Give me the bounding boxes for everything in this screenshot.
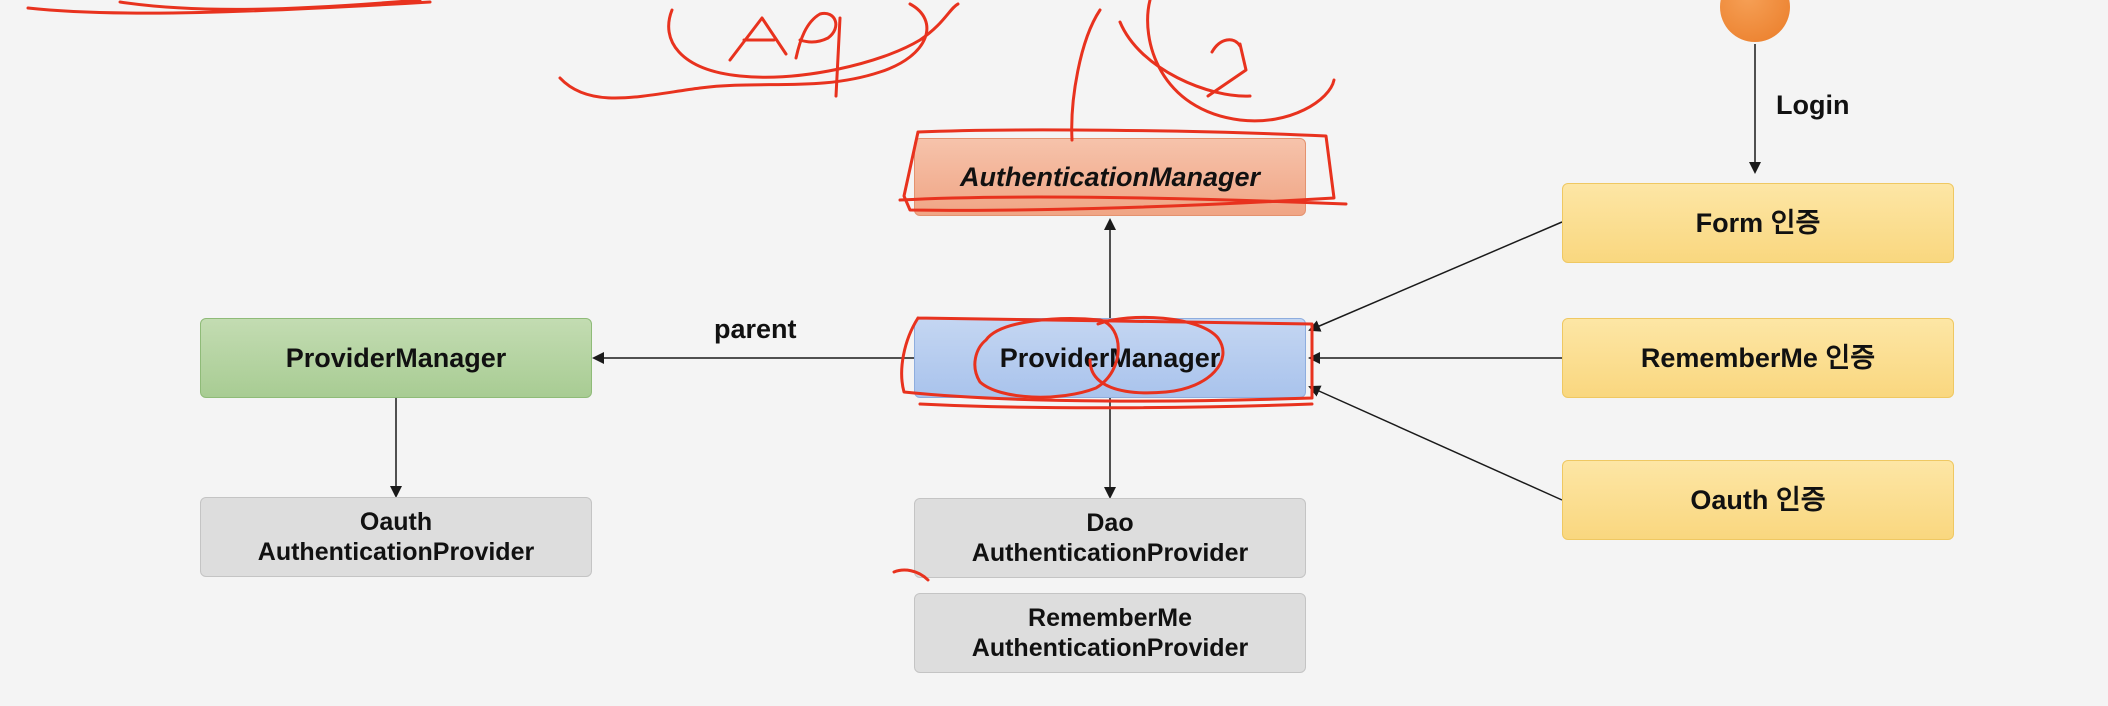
authentication-manager-label: AuthenticationManager (959, 161, 1261, 192)
form-to-center-arrow (1308, 221, 1563, 332)
dao-provider-box: Dao AuthenticationProvider (914, 498, 1306, 578)
login-edge-label: Login (1776, 90, 1850, 120)
form-auth-label: Form 인증 (1695, 207, 1821, 238)
annotation-dao-mark (892, 568, 930, 582)
rememberme-provider-line1: RememberMe (1028, 604, 1192, 632)
parent-provider-manager-label: ProviderManager (285, 342, 507, 373)
annotation-scribble-top-left (26, 0, 432, 15)
rememberme-provider-line2: AuthenticationProvider (971, 634, 1249, 662)
oauth-provider-box: Oauth AuthenticationProvider (200, 497, 592, 577)
annotation-api-letters (728, 11, 842, 98)
annotation-center-loops (973, 315, 1225, 399)
form-auth-box: Form 인증 (1562, 183, 1954, 263)
oauth-auth-box: Oauth 인증 (1562, 460, 1954, 540)
dao-provider-line2: AuthenticationProvider (971, 539, 1249, 567)
oauth-provider-line2: AuthenticationProvider (257, 538, 535, 566)
parent-edge-label: parent (714, 314, 797, 344)
rememberme-auth-label: RememberMe 인증 (1640, 342, 1876, 373)
rememberme-provider-box: RememberMe AuthenticationProvider (914, 593, 1306, 673)
oauth-provider-line1: Oauth (359, 508, 433, 536)
rememberme-auth-box: RememberMe 인증 (1562, 318, 1954, 398)
dao-provider-line1: Dao (1086, 509, 1134, 537)
center-provider-manager-box: ProviderManager (914, 318, 1306, 398)
oauth-to-center-arrow (1308, 385, 1563, 501)
annotation-authmanager-outline (898, 128, 1348, 212)
center-provider-manager-label: ProviderManager (999, 342, 1221, 373)
oauth-auth-label: Oauth 인증 (1690, 484, 1826, 515)
annotation-center-outline (900, 316, 1314, 410)
annotation-right-cloud (1070, 0, 1336, 142)
annotation-api-cloud (558, 2, 960, 100)
parent-provider-manager-box: ProviderManager (200, 318, 592, 398)
